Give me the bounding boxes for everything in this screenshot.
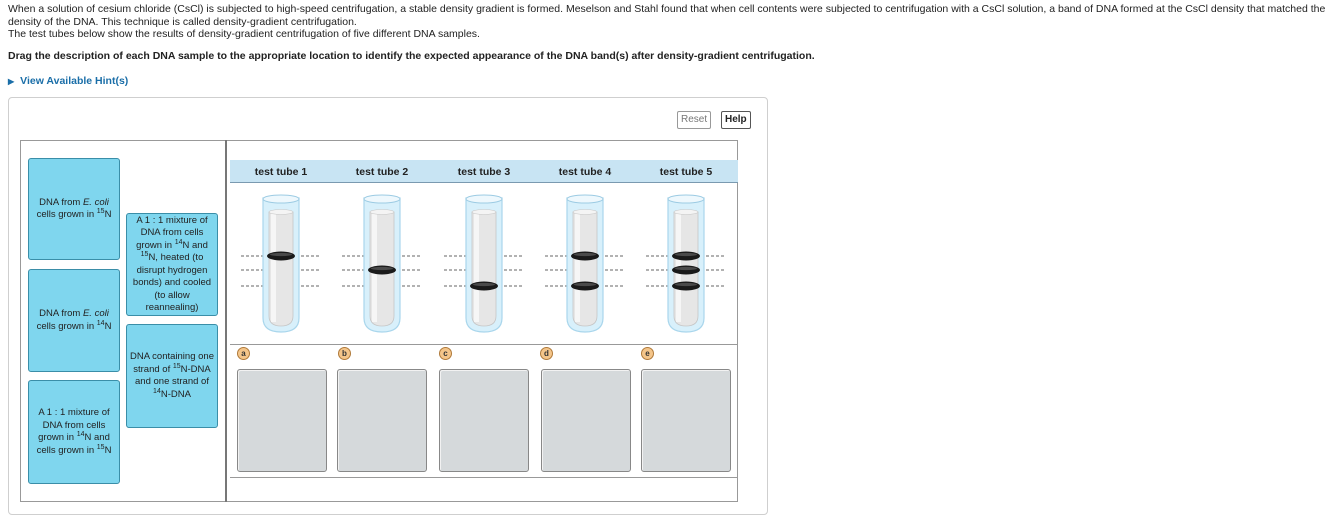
isotope-superscript: 15: [96, 207, 105, 215]
intro-paragraph: When a solution of cesium chloride (CsCl…: [8, 3, 1326, 28]
label-card-text: DNA from E. coli cells grown in 15N: [37, 197, 112, 222]
label-card-14n-dna[interactable]: DNA from E. coli cells grown in 14N: [28, 269, 120, 372]
test-tube-1: [241, 194, 321, 333]
tube-title-3: test tube 3: [457, 166, 511, 178]
separator-line-bottom: [230, 477, 738, 478]
label-text-part: DNA containing one strand of: [130, 351, 214, 375]
drop-zone-b[interactable]: [337, 369, 427, 472]
isotope-superscript: 14: [76, 430, 85, 438]
dna-band-highlight: [473, 282, 495, 287]
tube-rim: [363, 194, 401, 204]
tube-title-4: test tube 4: [558, 166, 612, 178]
triangle-right-icon: ▶: [8, 77, 15, 86]
dna-band-highlight: [675, 282, 697, 287]
label-text-part: DNA from: [39, 196, 83, 208]
label-text-part: N and cells grown in: [36, 432, 110, 456]
intro-text: When a solution of cesium chloride (CsCl…: [8, 3, 1328, 41]
drop-zone-a[interactable]: [237, 369, 327, 472]
dna-band-highlight: [270, 252, 292, 257]
target-badge-c: c: [439, 347, 452, 360]
label-card-text: DNA containing one strand of 15N-DNA and…: [130, 351, 214, 401]
tube-title-5: test tube 5: [659, 166, 713, 178]
label-text-part: N, heated (to disrupt hydrogen bonds) an…: [132, 252, 212, 313]
label-card-heated-mixture[interactable]: A 1 : 1 mixture of DNA from cells grown …: [126, 213, 218, 316]
isotope-superscript: 15: [172, 362, 181, 370]
label-card-text: A 1 : 1 mixture of DNA from cells grown …: [32, 407, 116, 457]
target-badge-a: a: [237, 347, 250, 360]
tube-title-2: test tube 2: [355, 166, 409, 178]
reset-button[interactable]: Reset: [677, 111, 712, 129]
drop-zone-c[interactable]: [439, 369, 529, 472]
isotope-superscript: 15: [96, 443, 105, 451]
drag-drop-area: [20, 140, 738, 502]
tube-rim: [465, 194, 503, 204]
tube-rim: [262, 194, 300, 204]
tube-highlight: [271, 212, 276, 322]
view-hints-label: View Available Hint(s): [20, 75, 129, 87]
label-text-part: N and: [182, 239, 208, 251]
dna-band-highlight: [675, 252, 697, 257]
view-hints-link[interactable]: ▶ View Available Hint(s): [8, 75, 128, 87]
label-text-part: N: [104, 209, 112, 220]
instruction-text: Drag the description of each DNA sample …: [8, 50, 815, 62]
dna-band-highlight: [574, 282, 596, 287]
isotope-superscript: 14: [96, 319, 105, 327]
separator-line: [230, 344, 738, 345]
target-badge-e: e: [641, 347, 654, 360]
label-text-part: cells grown in: [36, 209, 97, 220]
test-tube-4: [545, 194, 625, 333]
liquid-surface: [471, 209, 497, 215]
label-text-part: N: [104, 320, 112, 332]
test-tube-3: [444, 194, 524, 333]
test-tube-2: [342, 194, 422, 333]
dna-band-highlight: [675, 266, 697, 271]
test-tube-header: [230, 160, 738, 183]
label-text-part: N-DNA: [160, 388, 191, 400]
isotope-superscript: 14: [153, 387, 161, 395]
target-badge-d: d: [540, 347, 553, 360]
label-text-italic: E. coli: [82, 308, 109, 319]
drop-zone-e[interactable]: [641, 369, 731, 472]
tube-title-1: test tube 1: [254, 166, 308, 178]
dna-band-highlight: [371, 266, 393, 271]
target-badge-b: b: [338, 347, 351, 360]
tube-highlight: [474, 212, 479, 322]
tube-highlight: [575, 212, 580, 322]
liquid-surface: [369, 209, 395, 215]
label-text-part: A 1 : 1 mixture of DNA from cells grown …: [38, 407, 110, 443]
label-text-part: DNA from: [39, 308, 83, 319]
label-text-part: N: [104, 444, 112, 456]
liquid-surface: [572, 209, 598, 215]
liquid-surface: [268, 209, 294, 215]
label-card-15n-dna[interactable]: DNA from E. coli cells grown in 15N: [28, 158, 120, 260]
dna-band-highlight: [574, 252, 596, 257]
divider: [225, 140, 227, 502]
label-text-part: N-DNA and one strand of: [135, 363, 211, 388]
label-card-text: DNA from E. coli cells grown in 14N: [37, 308, 112, 333]
isotope-superscript: 15: [140, 250, 149, 258]
label-card-mixture[interactable]: A 1 : 1 mixture of DNA from cells grown …: [28, 380, 120, 484]
tube-rim: [566, 194, 604, 204]
label-card-text: A 1 : 1 mixture of DNA from cells grown …: [130, 215, 214, 315]
intro-paragraph-2: The test tubes below show the results of…: [8, 28, 480, 40]
drop-zone-d[interactable]: [541, 369, 631, 472]
liquid-surface: [673, 209, 699, 215]
help-button[interactable]: Help: [721, 111, 751, 129]
label-text-italic: E. coli: [82, 196, 109, 208]
test-tube-5: [646, 194, 726, 333]
isotope-superscript: 14: [174, 238, 183, 246]
tube-rim: [667, 194, 705, 204]
label-card-hybrid-dna[interactable]: DNA containing one strand of 15N-DNA and…: [126, 324, 218, 428]
label-text-part: cells grown in: [36, 320, 97, 332]
label-text-part: A 1 : 1 mixture of DNA from cells grown …: [136, 214, 208, 251]
